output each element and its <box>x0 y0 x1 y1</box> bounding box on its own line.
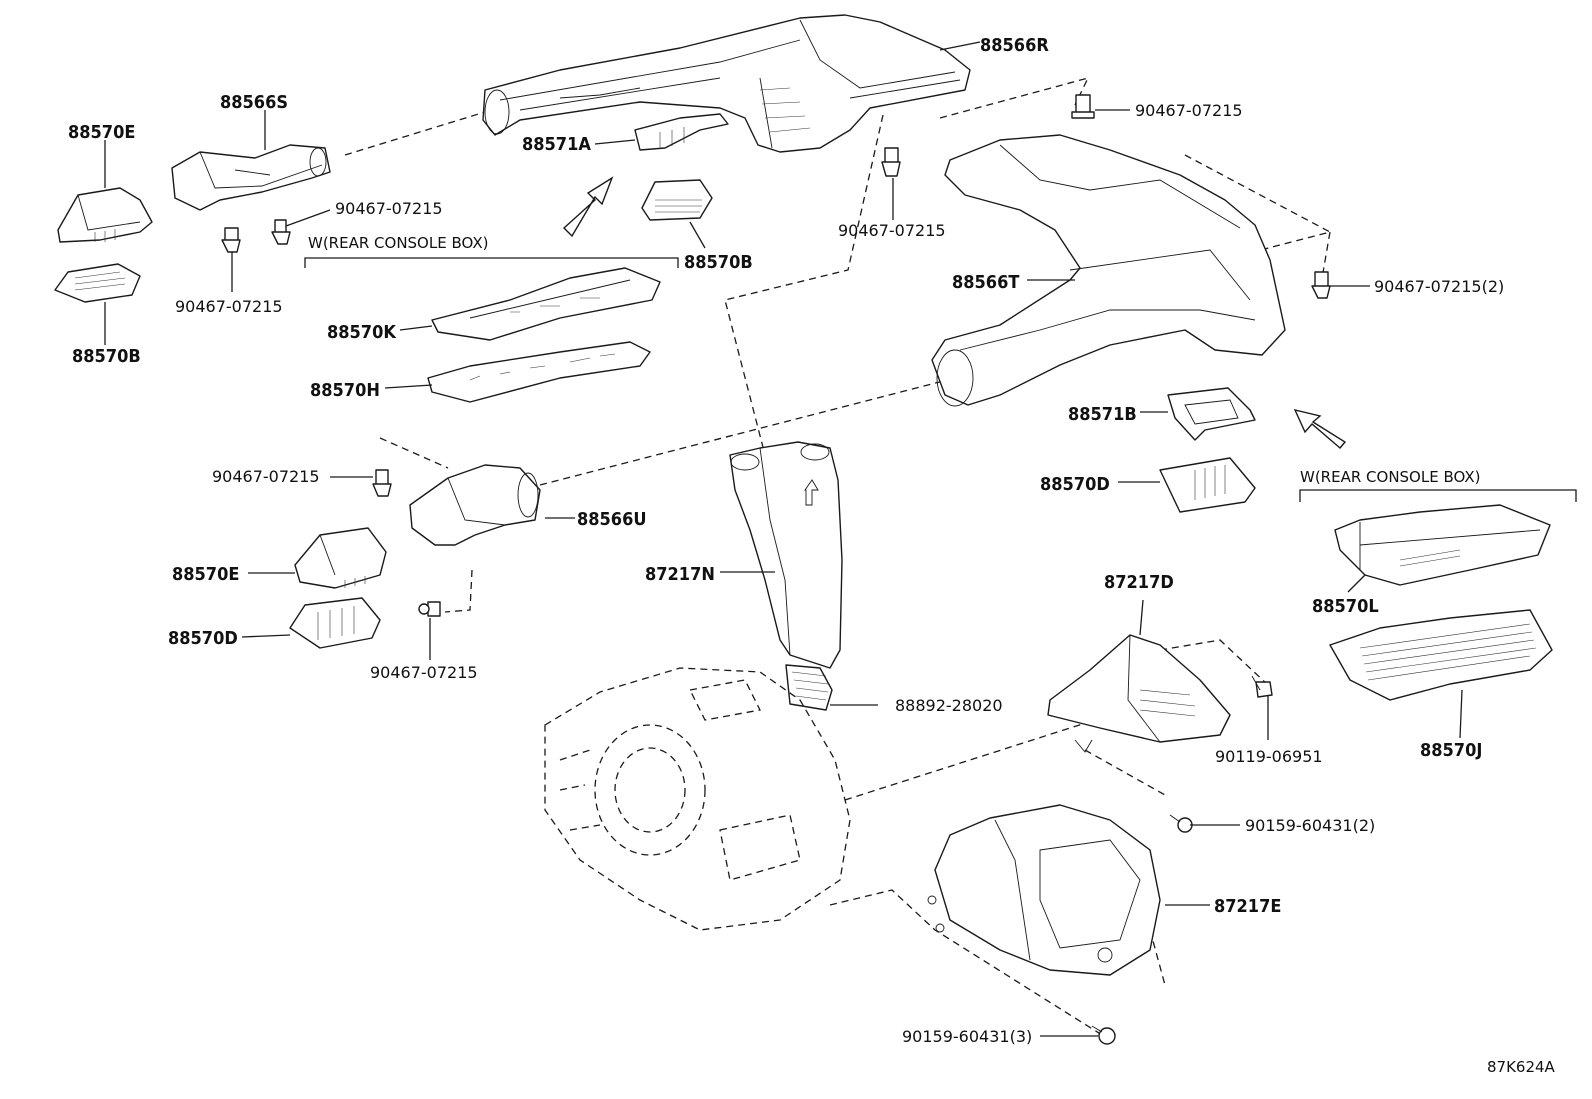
part-88570E-low <box>294 527 387 589</box>
clip-top-right-icon <box>1071 94 1095 119</box>
part-88570E-top <box>57 187 153 243</box>
label-88570D-low: 88570D <box>168 628 238 649</box>
hvac-unit <box>544 667 851 931</box>
note-rear-console-right: W(REAR CONSOLE BOX) <box>1300 468 1480 486</box>
label-clip-left-mid: 90467-07215 <box>212 467 320 486</box>
label-88570J: 88570J <box>1420 740 1482 761</box>
bolt-90159-2-icon <box>1169 814 1193 833</box>
connection-lines <box>344 77 1332 1036</box>
part-88566R <box>482 14 971 153</box>
part-88571B <box>1167 387 1256 441</box>
part-labels: 88566R 88566S 88570E 88570B 88571A 88570… <box>68 35 1482 917</box>
label-bolt-90159-3: 90159-60431(3) <box>902 1027 1032 1046</box>
label-88570H: 88570H <box>310 380 380 401</box>
label-87217E: 87217E <box>1214 896 1281 917</box>
label-88570L: 88570L <box>1312 596 1379 617</box>
part-88570K <box>431 267 661 341</box>
label-88570E-top: 88570E <box>68 122 135 143</box>
part-88570H <box>427 341 651 403</box>
part-88566T <box>931 134 1286 407</box>
label-clip-right-2: 90467-07215(2) <box>1374 277 1504 296</box>
label-88566R: 88566R <box>980 35 1049 56</box>
label-clip-center: 90467-07215 <box>838 221 946 240</box>
leader-lines <box>104 41 1463 1037</box>
label-88570E-low: 88570E <box>172 564 239 585</box>
part-88892-28020 <box>785 664 833 711</box>
label-88570K: 88570K <box>327 322 397 343</box>
part-87217N <box>729 441 843 669</box>
part-88566S <box>171 144 331 211</box>
label-87217N: 87217N <box>645 564 715 585</box>
label-88892-28020: 88892-28020 <box>895 696 1003 715</box>
label-88571A: 88571A <box>522 134 591 155</box>
note-brackets <box>304 257 1577 502</box>
part-88570D-right <box>1159 457 1256 513</box>
bolt-90119-icon <box>1251 675 1273 698</box>
label-88566T: 88566T <box>952 272 1019 293</box>
clip-center-icon <box>881 147 901 177</box>
clip-left-mid-icon <box>372 469 392 497</box>
part-88570B-mid <box>641 179 713 221</box>
bolt-90159-3-icon <box>1091 1025 1116 1045</box>
part-88570L <box>1334 504 1551 586</box>
label-clip-top-right: 90467-07215 <box>1135 101 1243 120</box>
fastener-labels: 90467-07215 90467-07215 90467-07215 9046… <box>175 101 1504 1046</box>
part-87217D <box>1047 634 1231 753</box>
label-88570D-right: 88570D <box>1040 474 1110 495</box>
up-left-arrow-icon <box>1293 408 1347 449</box>
label-88566U: 88566U <box>577 509 647 530</box>
part-88571A <box>634 113 729 151</box>
label-88570B-mid: 88570B <box>684 252 753 273</box>
label-clip-88566S-a: 90467-07215 <box>175 297 283 316</box>
diagram-code: 87K624A <box>1487 1058 1556 1076</box>
clip-88566S-b-icon <box>271 219 291 245</box>
clip-right-2-icon <box>1311 271 1331 299</box>
clip-low-icon <box>418 601 441 617</box>
clip-88566S-a-icon <box>221 227 241 253</box>
label-88570B-left: 88570B <box>72 346 141 367</box>
fasteners <box>221 94 1331 1045</box>
label-clip-low: 90467-07215 <box>370 663 478 682</box>
note-rear-console-left: W(REAR CONSOLE BOX) <box>308 234 488 252</box>
label-bolt-90119: 90119-06951 <box>1215 747 1323 766</box>
label-bolt-90159-2: 90159-60431(2) <box>1245 816 1375 835</box>
part-88570D-low <box>289 597 381 649</box>
label-88566S: 88566S <box>220 92 288 113</box>
notes: W(REAR CONSOLE BOX) W(REAR CONSOLE BOX) … <box>308 234 1556 1076</box>
part-88570J <box>1329 609 1553 701</box>
part-87217E <box>927 804 1161 976</box>
label-87217D: 87217D <box>1104 572 1174 593</box>
part-88566U <box>409 464 541 546</box>
part-88570B-left <box>54 263 141 303</box>
label-88571B: 88571B <box>1068 404 1137 425</box>
up-right-arrow-icon <box>562 176 614 238</box>
label-clip-88566S-b: 90467-07215 <box>335 199 443 218</box>
direction-arrows <box>562 176 1347 449</box>
